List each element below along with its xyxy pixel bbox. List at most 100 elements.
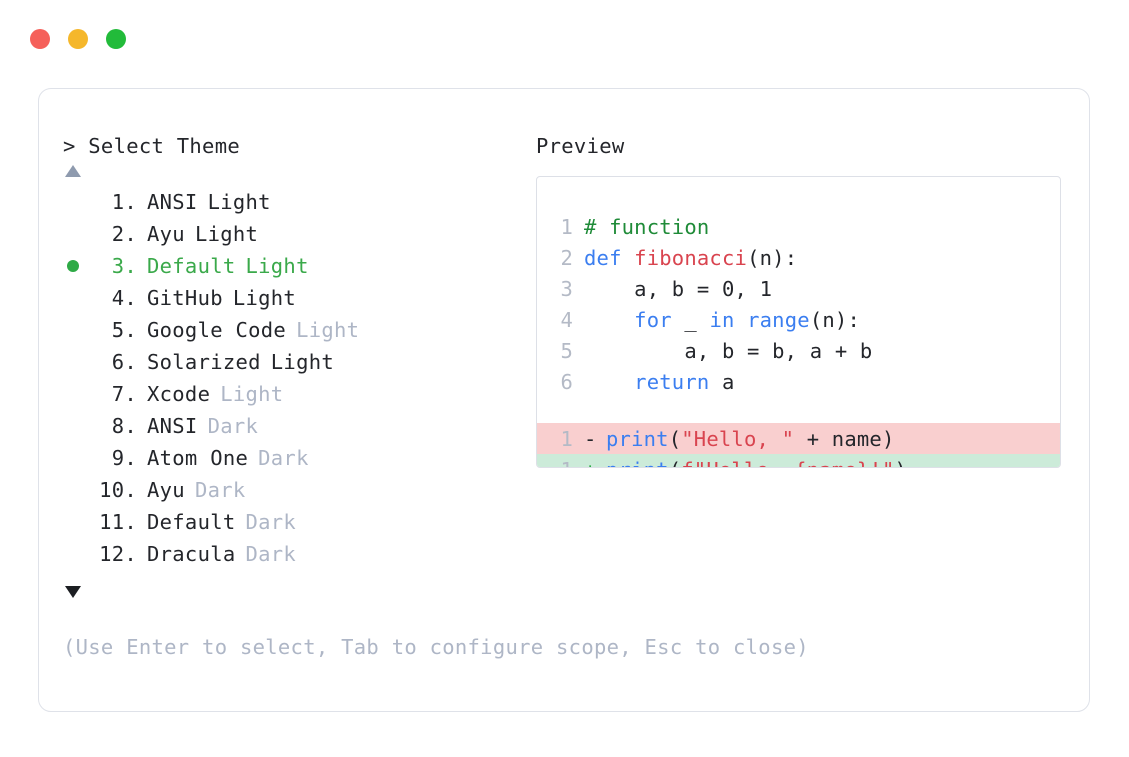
theme-item-name: ANSI <box>147 190 198 214</box>
theme-list-item[interactable]: 8. ANSI Dark <box>63 410 513 442</box>
theme-item-index: 12. <box>99 542 137 566</box>
theme-list-item[interactable]: 7. Xcode Light <box>63 378 513 410</box>
theme-item-variant: Light <box>245 254 309 278</box>
theme-item-variant: Dark <box>258 446 309 470</box>
code-token <box>584 308 634 332</box>
minimize-button[interactable] <box>68 29 88 49</box>
theme-list-item[interactable]: 3. Default Light <box>63 250 513 282</box>
theme-item-index: 8. <box>111 414 137 438</box>
close-button[interactable] <box>30 29 50 49</box>
code-line: 2 def fibonacci(n): <box>537 242 1060 273</box>
code-token: for <box>634 307 672 332</box>
selection-indicator <box>63 260 91 272</box>
window-traffic-lights <box>30 29 126 49</box>
code-token: print <box>606 458 669 468</box>
line-number: 6 <box>560 369 573 394</box>
theme-item-name: Default <box>147 254 236 278</box>
theme-item-name: GitHub <box>147 286 223 310</box>
code-token: return <box>634 369 710 394</box>
code-text: return a <box>584 370 735 394</box>
theme-item-index: 9. <box>111 446 137 470</box>
theme-item-index: 6. <box>111 350 137 374</box>
theme-item-variant: Light <box>270 350 334 374</box>
diff-sign: + <box>584 458 606 468</box>
code-token: (n): <box>747 245 798 270</box>
code-text: # function <box>584 215 709 239</box>
theme-item-index: 7. <box>111 382 137 406</box>
code-token: + name) <box>794 426 895 451</box>
theme-item-variant: Dark <box>207 414 259 438</box>
theme-item-name: Atom One <box>147 446 249 470</box>
theme-item-name: Dracula <box>147 542 236 566</box>
code-text: a, b = 0, 1 <box>584 277 772 301</box>
preview-panel: 1# function 2 def fibonacci(n): 3 a, b = 0,… <box>536 176 1061 468</box>
code-token: a <box>709 369 735 394</box>
theme-item-variant: Dark <box>245 542 297 566</box>
theme-item-name: Ayu <box>147 222 185 246</box>
code-spacer <box>537 397 1060 423</box>
theme-item-variant: Light <box>220 382 284 406</box>
code-token: ( <box>669 458 682 468</box>
code-line: 1# function <box>537 211 1060 242</box>
theme-item-name: Xcode <box>147 382 211 406</box>
line-number: 4 <box>560 307 573 332</box>
theme-item-name: Ayu <box>147 478 185 502</box>
code-line: 4 for _ in range(n): <box>537 304 1060 335</box>
code-token: print <box>606 426 669 451</box>
theme-list-item[interactable]: 10. Ayu Dark <box>63 474 513 506</box>
theme-list-item[interactable]: 2. Ayu Light <box>63 218 513 250</box>
code-token: in <box>709 307 735 332</box>
code-token: a, b = b, a + b <box>584 338 873 363</box>
diff-sign: - <box>584 426 597 451</box>
theme-list-item[interactable]: 12. Dracula Dark <box>63 538 513 570</box>
code-token: ) <box>894 458 907 468</box>
diff-added-line: 1+print(f"Hello, {name}!") <box>537 454 1060 468</box>
triangle-down-icon[interactable] <box>65 586 81 598</box>
code-token: # function <box>584 214 710 239</box>
zoom-button[interactable] <box>106 29 126 49</box>
code-token: ( <box>668 426 682 451</box>
code-token: def <box>584 245 635 270</box>
code-line: 5 a, b = b, a + b <box>537 335 1060 366</box>
code-text: print(f"Hello, {name}!") <box>606 458 907 468</box>
diff-removed-line: 1-print("Hello, " + name) <box>537 423 1060 454</box>
code-text: def fibonacci(n): <box>584 246 797 270</box>
theme-item-index: 4. <box>111 286 137 310</box>
theme-item-index: 2. <box>111 222 137 246</box>
triangle-up-icon[interactable] <box>65 165 81 177</box>
theme-item-index: 10. <box>99 478 137 502</box>
theme-list-item[interactable]: 4. GitHub Light <box>63 282 513 314</box>
code-text: a, b = b, a + b <box>584 339 872 363</box>
code-token <box>735 308 748 332</box>
code-line: 3 a, b = 0, 1 <box>537 273 1060 304</box>
theme-item-index: 3. <box>111 254 137 278</box>
code-text: print("Hello, " + name) <box>606 427 895 451</box>
theme-item-variant: Light <box>232 286 297 310</box>
selected-dot-icon <box>67 260 79 272</box>
code-block: 1# function 2 def fibonacci(n): 3 a, b = 0,… <box>537 211 1060 397</box>
code-token <box>584 370 634 394</box>
theme-item-variant: Light <box>207 190 271 214</box>
code-token: range <box>747 307 810 332</box>
prompt-label: > Select Theme <box>63 134 240 158</box>
code-token: (n): <box>809 307 860 332</box>
theme-list-item[interactable]: 9. Atom One Dark <box>63 442 513 474</box>
theme-item-variant: Light <box>296 318 360 342</box>
theme-item-index: 5. <box>111 318 137 342</box>
line-number: 2 <box>560 245 573 270</box>
theme-item-name: ANSI <box>147 414 198 438</box>
theme-item-variant: Dark <box>194 478 246 502</box>
diff-block: 1-print("Hello, " + name)1+print(f"Hello… <box>537 423 1060 468</box>
theme-item-variant: Light <box>194 222 259 246</box>
code-token: _ <box>671 307 710 332</box>
code-token: a, b = 0, 1 <box>584 276 773 301</box>
theme-item-name: Default <box>147 510 236 534</box>
code-line: 6 return a <box>537 366 1060 397</box>
